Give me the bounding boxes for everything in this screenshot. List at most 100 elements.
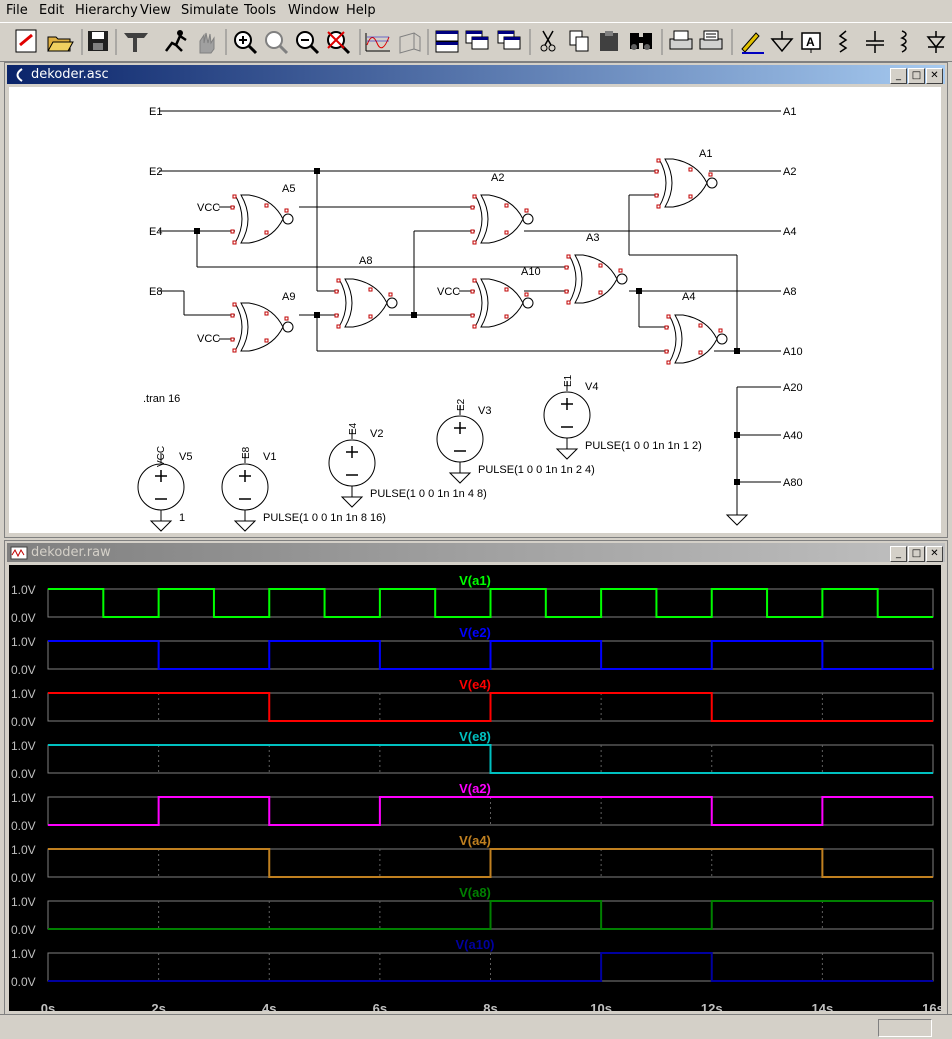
y-tick-low: 0.0V — [11, 663, 36, 677]
menu-tools[interactable]: Tools — [244, 3, 277, 18]
net-label-a10: A10 — [783, 346, 803, 358]
run-icon[interactable] — [165, 30, 187, 52]
menu-simulate[interactable]: Simulate — [181, 3, 239, 18]
y-tick-high: 1.0V — [11, 635, 36, 649]
waveform-window-icon — [10, 546, 28, 560]
capacitor-icon[interactable] — [866, 31, 884, 53]
source-v2[interactable]: E4 V2 PULSE(1 0 0 1n 1n 4 8) — [328, 422, 487, 508]
trace-frame — [47, 796, 934, 826]
schematic-window[interactable]: dekoder.asc _ □ ✕ — [4, 62, 948, 538]
waveform-titlebar[interactable]: dekoder.raw _ □ ✕ — [7, 543, 945, 562]
waveform-window[interactable]: dekoder.raw _ □ ✕ 1.0V 0.0V V(a1) 1.0V 0.0V V… — [4, 540, 948, 1016]
source-v2-value: PULSE(1 0 0 1n 1n 4 8) — [370, 488, 487, 500]
y-tick-low: 0.0V — [11, 715, 36, 729]
source-v1-name: V1 — [263, 451, 276, 463]
maximize-button[interactable]: □ — [908, 546, 925, 562]
gate-name-a9: A9 — [282, 291, 295, 303]
menu-window[interactable]: Window — [288, 3, 340, 18]
source-v3-value: PULSE(1 0 0 1n 1n 2 4) — [478, 464, 595, 476]
source-v4-node: E1 — [563, 374, 574, 387]
tile-horizontal-icon[interactable] — [435, 30, 459, 53]
source-v2-node: E4 — [348, 422, 359, 435]
zoom-in-icon[interactable] — [234, 31, 258, 55]
gate-a5 — [230, 194, 294, 245]
trace-va8 — [48, 900, 933, 930]
svg-text:A: A — [806, 35, 815, 49]
y-tick-low: 0.0V — [11, 611, 36, 625]
gate-a10 — [470, 278, 534, 329]
open-icon[interactable] — [47, 36, 74, 52]
schematic-window-icon — [16, 68, 23, 82]
trace-frame — [47, 952, 934, 982]
ground-symbol — [725, 514, 749, 526]
x-tick-label: 0s — [41, 1001, 55, 1011]
menu-file[interactable]: File — [6, 3, 28, 18]
menu-hierarchy[interactable]: Hierarchy — [75, 3, 138, 18]
source-v4-name: V4 — [585, 381, 598, 393]
gate-name-a3: A3 — [586, 232, 599, 244]
maximize-button[interactable]: □ — [908, 68, 925, 84]
resistor-icon[interactable] — [838, 30, 848, 53]
find-icon[interactable] — [630, 33, 652, 50]
y-tick-high: 1.0V — [11, 791, 36, 805]
gate-name-a1: A1 — [699, 148, 712, 160]
close-button[interactable]: ✕ — [926, 68, 943, 84]
copy-icon[interactable] — [569, 30, 589, 52]
view-3d-icon[interactable] — [399, 32, 421, 54]
trace-label: V(a10) — [455, 937, 494, 952]
trace-label: V(a8) — [459, 885, 491, 900]
tile-vertical-icon[interactable] — [497, 30, 521, 50]
net-label-a4: A4 — [783, 226, 796, 238]
source-v3[interactable]: E2 V3 PULSE(1 0 0 1n 1n 2 4) — [436, 398, 595, 484]
y-tick-low: 0.0V — [11, 767, 36, 781]
trace-label: V(a1) — [459, 573, 491, 588]
paste-icon[interactable] — [600, 31, 618, 51]
menu-edit[interactable]: Edit — [39, 3, 65, 18]
net-label-e2: E2 — [149, 166, 162, 178]
source-v4[interactable]: E1 V4 PULSE(1 0 0 1n 1n 1 2) — [543, 374, 702, 460]
save-icon[interactable] — [88, 31, 108, 51]
source-v4-value: PULSE(1 0 0 1n 1n 1 2) — [585, 440, 702, 452]
menu-help[interactable]: Help — [346, 3, 376, 18]
x-tick-label: 12s — [701, 1001, 723, 1011]
zoom-out-icon[interactable] — [296, 31, 320, 55]
gate-name-a8: A8 — [359, 255, 372, 267]
trace-label: V(a2) — [459, 781, 491, 796]
source-v1[interactable]: E8 V1 PULSE(1 0 0 1n 1n 8 16) — [221, 446, 386, 532]
x-tick-label: 2s — [151, 1001, 165, 1011]
trace-label: V(a4) — [459, 833, 491, 848]
cascade-icon[interactable] — [465, 30, 489, 50]
print-icon[interactable] — [669, 30, 693, 50]
gate-name-a5: A5 — [282, 183, 295, 195]
source-v1-value: PULSE(1 0 0 1n 1n 8 16) — [263, 512, 386, 524]
minimize-button[interactable]: _ — [890, 546, 907, 562]
trace-va2 — [48, 796, 933, 826]
cut-icon[interactable] — [540, 30, 556, 52]
x-tick-label: 8s — [483, 1001, 497, 1011]
minimize-button[interactable]: _ — [890, 68, 907, 84]
source-v1-node: E8 — [241, 446, 252, 459]
y-tick-low: 0.0V — [11, 923, 36, 937]
trace-ve4 — [48, 692, 933, 722]
net-label-a1: A1 — [783, 106, 796, 118]
inductor-icon[interactable] — [900, 30, 907, 53]
close-button[interactable]: ✕ — [926, 546, 943, 562]
control-panel-icon[interactable] — [124, 33, 148, 52]
zoom-area-icon[interactable] — [265, 31, 289, 55]
halt-icon[interactable] — [199, 32, 215, 54]
plot-settings-icon[interactable] — [365, 33, 390, 52]
draw-wire-icon[interactable] — [741, 32, 764, 54]
schematic-titlebar[interactable]: dekoder.asc _ □ ✕ — [7, 65, 945, 84]
new-schematic-icon[interactable] — [15, 29, 37, 53]
ground-icon[interactable] — [770, 31, 794, 53]
menu-view[interactable]: View — [140, 3, 171, 18]
diode-icon[interactable] — [926, 31, 946, 53]
print-setup-icon[interactable] — [699, 30, 723, 50]
label-net-icon[interactable]: A — [801, 32, 821, 53]
gate-a3 — [564, 254, 628, 305]
source-v5[interactable]: VCC V5 1 — [137, 446, 192, 532]
y-tick-high: 1.0V — [11, 583, 36, 597]
zoom-cancel-icon[interactable] — [327, 31, 351, 55]
schematic-canvas[interactable]: E1 E2 E4 E8 A1 A2 A4 A8 A10 A20 A40 A80 … — [9, 87, 941, 533]
